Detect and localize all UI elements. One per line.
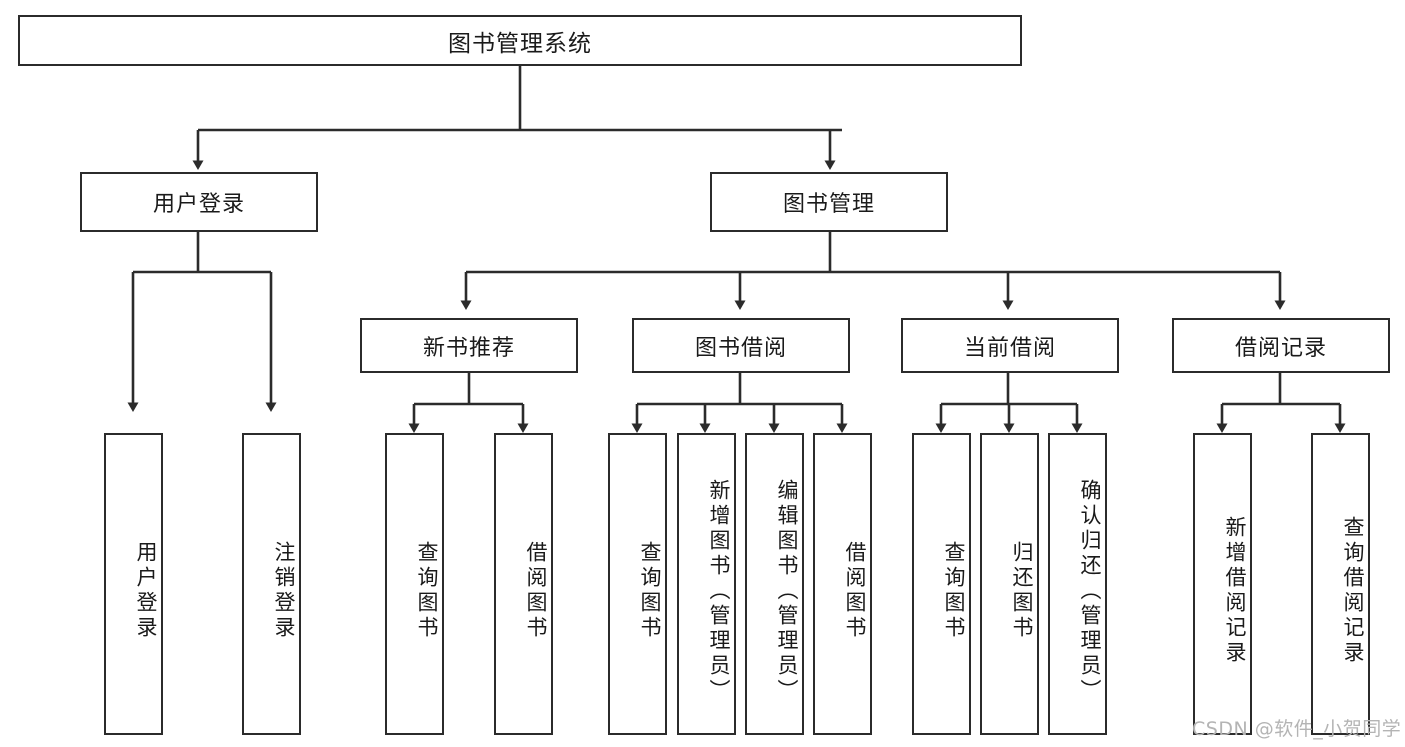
node-root-system[interactable]: 图书管理系统 bbox=[18, 15, 1022, 66]
node-label: 查询图书 bbox=[942, 541, 966, 641]
node-label: 新增借阅记录 bbox=[1223, 516, 1247, 666]
node-label: 新增图书（管理员） bbox=[707, 478, 731, 704]
node-label: 图书管理系统 bbox=[448, 30, 592, 57]
node-label: 归还图书 bbox=[1010, 541, 1034, 641]
node-label: 图书借阅 bbox=[694, 335, 787, 361]
leaf-borrow-add-book-admin[interactable]: 新增图书（管理员） bbox=[677, 433, 736, 735]
node-label: 用户登录 bbox=[134, 541, 158, 641]
node-label: 借阅图书 bbox=[524, 541, 548, 641]
node-label: 查询图书 bbox=[415, 541, 439, 641]
node-new-book-recommend[interactable]: 新书推荐 bbox=[360, 318, 578, 373]
leaf-borrow-borrow-book[interactable]: 借阅图书 bbox=[813, 433, 872, 735]
leaf-record-add[interactable]: 新增借阅记录 bbox=[1193, 433, 1252, 735]
node-label: 编辑图书（管理员） bbox=[775, 478, 799, 704]
leaf-record-query[interactable]: 查询借阅记录 bbox=[1311, 433, 1370, 735]
leaf-borrow-query-book[interactable]: 查询图书 bbox=[608, 433, 667, 735]
node-current-borrow[interactable]: 当前借阅 bbox=[901, 318, 1119, 373]
leaf-new-book-borrow[interactable]: 借阅图书 bbox=[494, 433, 553, 735]
leaf-user-login-signin[interactable]: 用户登录 bbox=[104, 433, 163, 735]
node-label: 借阅记录 bbox=[1234, 335, 1327, 361]
leaf-user-login-signout[interactable]: 注销登录 bbox=[242, 433, 301, 735]
node-label: 当前借阅 bbox=[963, 335, 1056, 361]
node-label: 注销登录 bbox=[272, 541, 296, 641]
leaf-current-query-book[interactable]: 查询图书 bbox=[912, 433, 971, 735]
leaf-borrow-edit-book-admin[interactable]: 编辑图书（管理员） bbox=[745, 433, 804, 735]
leaf-new-book-query[interactable]: 查询图书 bbox=[385, 433, 444, 735]
node-label: 确认归还（管理员） bbox=[1078, 478, 1102, 704]
node-label: 借阅图书 bbox=[843, 541, 867, 641]
leaf-current-return-book[interactable]: 归还图书 bbox=[980, 433, 1039, 735]
node-label: 查询借阅记录 bbox=[1341, 516, 1365, 666]
node-label: 图书管理 bbox=[782, 192, 875, 217]
node-label: 新书推荐 bbox=[422, 335, 515, 361]
node-user-login[interactable]: 用户登录 bbox=[80, 172, 318, 232]
node-borrow-record[interactable]: 借阅记录 bbox=[1172, 318, 1390, 373]
node-book-borrow[interactable]: 图书借阅 bbox=[632, 318, 850, 373]
node-book-management[interactable]: 图书管理 bbox=[710, 172, 948, 232]
csdn-watermark: CSDN @软件_小贺同学 bbox=[1192, 718, 1402, 740]
node-label: 查询图书 bbox=[638, 541, 662, 641]
leaf-current-confirm-return-admin[interactable]: 确认归还（管理员） bbox=[1048, 433, 1107, 735]
node-label: 用户登录 bbox=[152, 192, 245, 217]
